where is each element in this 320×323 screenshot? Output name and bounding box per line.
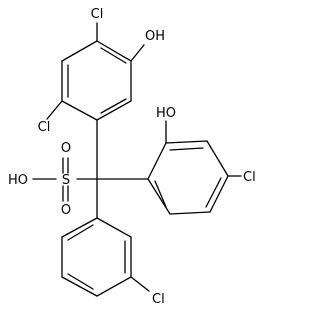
oxygen-label-lower: O bbox=[61, 203, 71, 218]
chlorine-label-right: Cl bbox=[243, 170, 256, 185]
molecule-diagram: Cl OH Cl HO HO S O O Cl Cl bbox=[8, 7, 256, 307]
oxygen-label-upper: O bbox=[61, 141, 71, 156]
sulfonic-acid-group bbox=[32, 157, 69, 202]
chlorine-label-bottom: Cl bbox=[152, 292, 165, 307]
chlorine-label-top: Cl bbox=[91, 7, 104, 22]
sulfur-label: S bbox=[62, 173, 70, 188]
ring-chlorophenyl bbox=[61, 217, 132, 297]
chlorine-label-left: Cl bbox=[38, 120, 51, 135]
ring-dichloro-hydroxyphenyl bbox=[61, 40, 132, 121]
ring-chloro-hydroxyphenyl bbox=[147, 140, 229, 215]
central-carbon-bonds bbox=[76, 119, 149, 219]
hydroxyl-label-top: OH bbox=[145, 29, 165, 44]
sulfonic-hydroxyl-label: HO bbox=[8, 173, 28, 188]
structure-canvas: Cl OH Cl HO HO S O O Cl Cl bbox=[8, 7, 256, 307]
hydroxyl-label-right: HO bbox=[156, 106, 176, 121]
substituent-bonds bbox=[46, 22, 242, 292]
